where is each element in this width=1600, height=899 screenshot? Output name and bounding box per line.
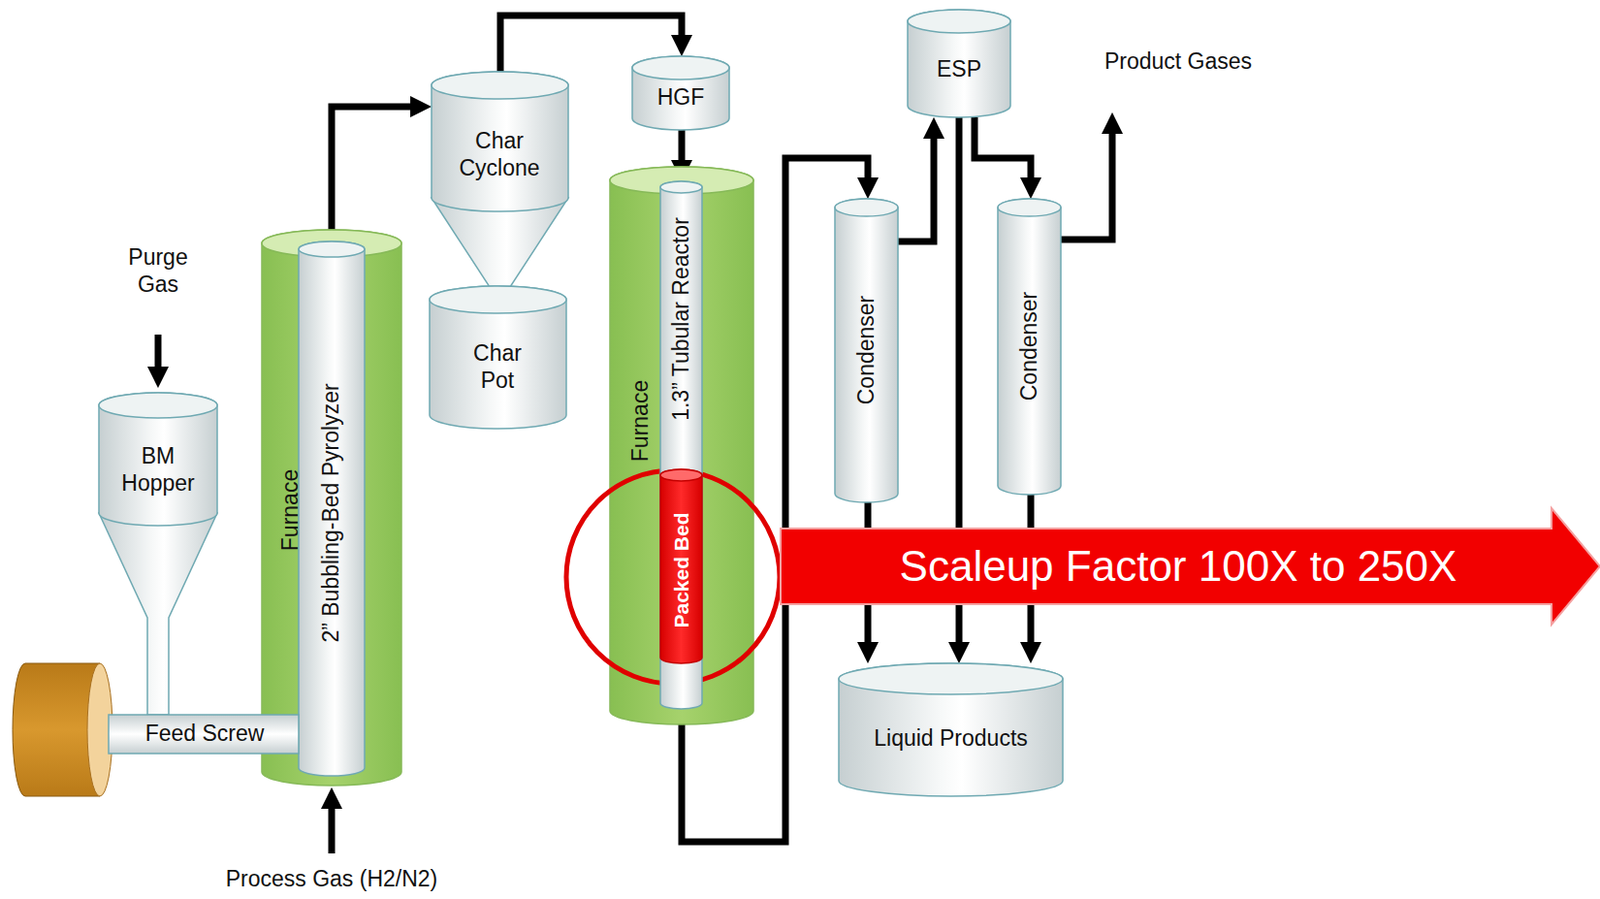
node-text: ESP [936, 56, 982, 84]
cylinder-body [431, 71, 569, 212]
cylinder-body [298, 241, 365, 776]
stream-label: Product Gases [1086, 48, 1271, 76]
char-pot-cylinder: Char Pot [429, 286, 567, 429]
cyclone-cylinder: Char Cyclone [431, 71, 569, 212]
cylinder-body [834, 198, 898, 503]
node-text: BM Hopper [114, 443, 202, 497]
stream-label: Process Gas (H2/N2) [215, 865, 448, 894]
cylinder-body [838, 663, 1063, 797]
cylinder-top [907, 9, 1011, 33]
node-text: Furnace [277, 469, 305, 551]
cylinder-body [261, 229, 402, 786]
cylinder-top [834, 198, 898, 217]
process-gas-arrow [328, 800, 336, 854]
packed-bed: Packed Bed [660, 469, 703, 664]
cylinder-body [997, 198, 1061, 495]
node-text: Packed Bed [669, 512, 694, 628]
node-text: Furnace [627, 380, 655, 462]
arrow-shape [780, 508, 1600, 625]
cylinder-body [660, 469, 703, 664]
node-text: Liquid Products [873, 725, 1028, 753]
furnace-cylinder: Packed Bed 1.3” Tubular ReactorFurnace [609, 166, 754, 725]
stream-label: Purge Gas [119, 244, 197, 298]
furnace-cylinder: 2” Bubbling-Bed Pyrolyzer Furnace [261, 229, 402, 786]
flow-arrow [678, 129, 686, 168]
product-gas-arrow [1060, 126, 1113, 240]
cylinder-body [907, 9, 1011, 118]
motor [12, 663, 113, 797]
feed-screw-box: Feed Screw [108, 714, 299, 754]
node-text: HGF [657, 84, 705, 112]
reactor-tube: Packed Bed 1.3” Tubular Reactor [660, 181, 703, 709]
cylinder-top [98, 392, 218, 418]
cylinder-top [838, 663, 1063, 695]
pyrolyzer-tube: 2” Bubbling-Bed Pyrolyzer [298, 241, 365, 776]
condenser-column: Condenser [834, 198, 898, 503]
cylinder-body [632, 56, 730, 130]
cylinder-top [997, 198, 1061, 217]
cylinder-top [660, 181, 703, 193]
flow-arrow [974, 117, 1031, 186]
flow-arrow [331, 106, 418, 242]
condenser-column: Condenser [997, 198, 1061, 495]
hopper-cylinder: BM Hopper [98, 392, 218, 526]
cylinder-top [261, 229, 402, 257]
node-text: Char Cyclone [441, 128, 558, 182]
purge-arrow [155, 334, 162, 375]
node-text: 2” Bubbling-Bed Pyrolyzer [318, 383, 346, 642]
cylinder-top [431, 71, 569, 99]
highlight-circle [566, 470, 780, 684]
cylinder-top [429, 286, 567, 314]
node-text: 1.3” Tubular Reactor [668, 217, 696, 421]
cylinder-top [298, 241, 365, 257]
cylinder-body [429, 286, 567, 429]
cylinder-top [660, 469, 703, 481]
screw-body [108, 714, 299, 754]
scaleup-arrow: Scaleup Factor 100X to 250X [780, 508, 1600, 625]
cylinder-body [660, 181, 703, 709]
cylinder-body [98, 392, 218, 526]
esp-cylinder: ESP [907, 9, 1011, 118]
node-text: Condenser [1016, 291, 1044, 402]
cylinder-top [632, 56, 730, 80]
node-text: Condenser [853, 295, 881, 406]
filter-cylinder: HGF [632, 56, 730, 130]
node-text: Feed Screw [145, 720, 265, 748]
node-text: Scaleup Factor 100X to 250X [899, 541, 1458, 593]
flow-arrow [897, 130, 934, 242]
connecting-cone [98, 512, 218, 715]
cylinder-body [609, 166, 754, 725]
connecting-cone [431, 197, 569, 300]
node-text: Char Pot [458, 340, 537, 394]
cylinder-top [609, 166, 754, 194]
liquid-products-tank: Liquid Products [838, 663, 1063, 797]
